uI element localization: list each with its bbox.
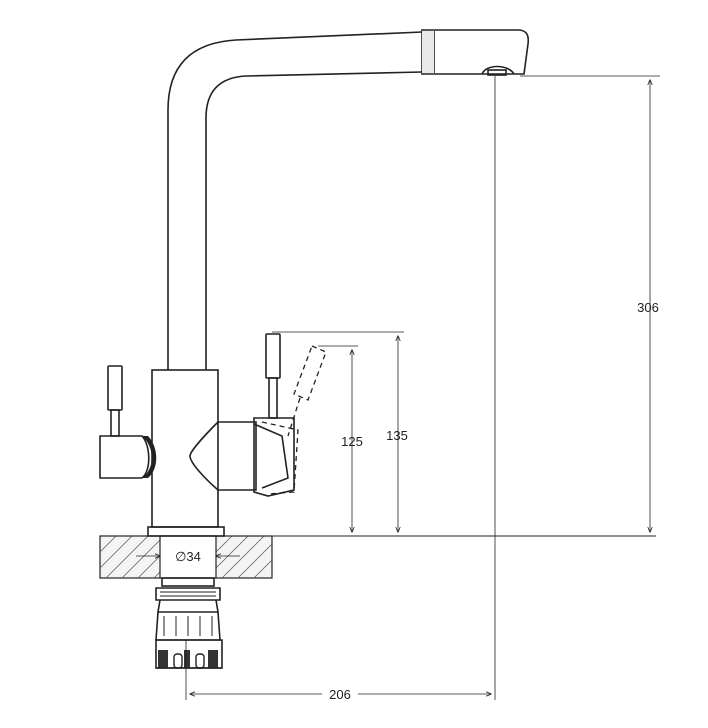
right-lever	[253, 333, 295, 497]
left-lever	[107, 365, 123, 437]
mount-diameter-dimension: ∅34	[136, 549, 240, 564]
spout	[167, 29, 530, 370]
reach-label: 206	[329, 687, 351, 702]
reach-dimension: 206	[185, 640, 491, 702]
height-lever-min-label: 125	[341, 434, 363, 449]
faucet-body	[99, 369, 257, 528]
countertop	[99, 535, 273, 579]
right-lever-tilted	[261, 345, 327, 495]
height-lever-max-dimension: 135	[272, 331, 408, 532]
mounting-fitting	[155, 577, 223, 669]
height-lever-min-dimension: 125	[318, 345, 363, 532]
base-ring	[147, 526, 225, 537]
diameter-label: ∅34	[175, 549, 201, 564]
height-total-dimension: 306	[520, 75, 660, 532]
height-total-label: 306	[637, 300, 659, 315]
height-lever-max-label: 135	[386, 428, 408, 443]
